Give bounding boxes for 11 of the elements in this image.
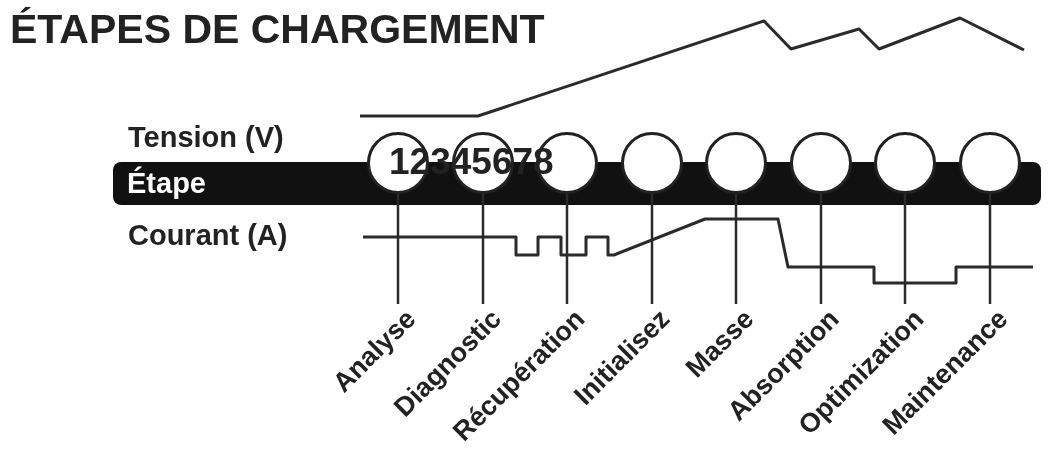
leader-line — [734, 194, 738, 304]
leader-line — [396, 194, 400, 304]
title: ÉTAPES DE CHARGEMENT — [10, 9, 545, 50]
leader-line — [481, 194, 485, 304]
leader-line — [988, 194, 992, 304]
leader-line — [565, 194, 569, 304]
curve-label: Tension (V) — [128, 123, 284, 152]
curve-label: Courant (A) — [128, 221, 288, 250]
leader-line — [903, 194, 907, 304]
leader-line — [650, 194, 654, 304]
leader-line — [819, 194, 823, 304]
